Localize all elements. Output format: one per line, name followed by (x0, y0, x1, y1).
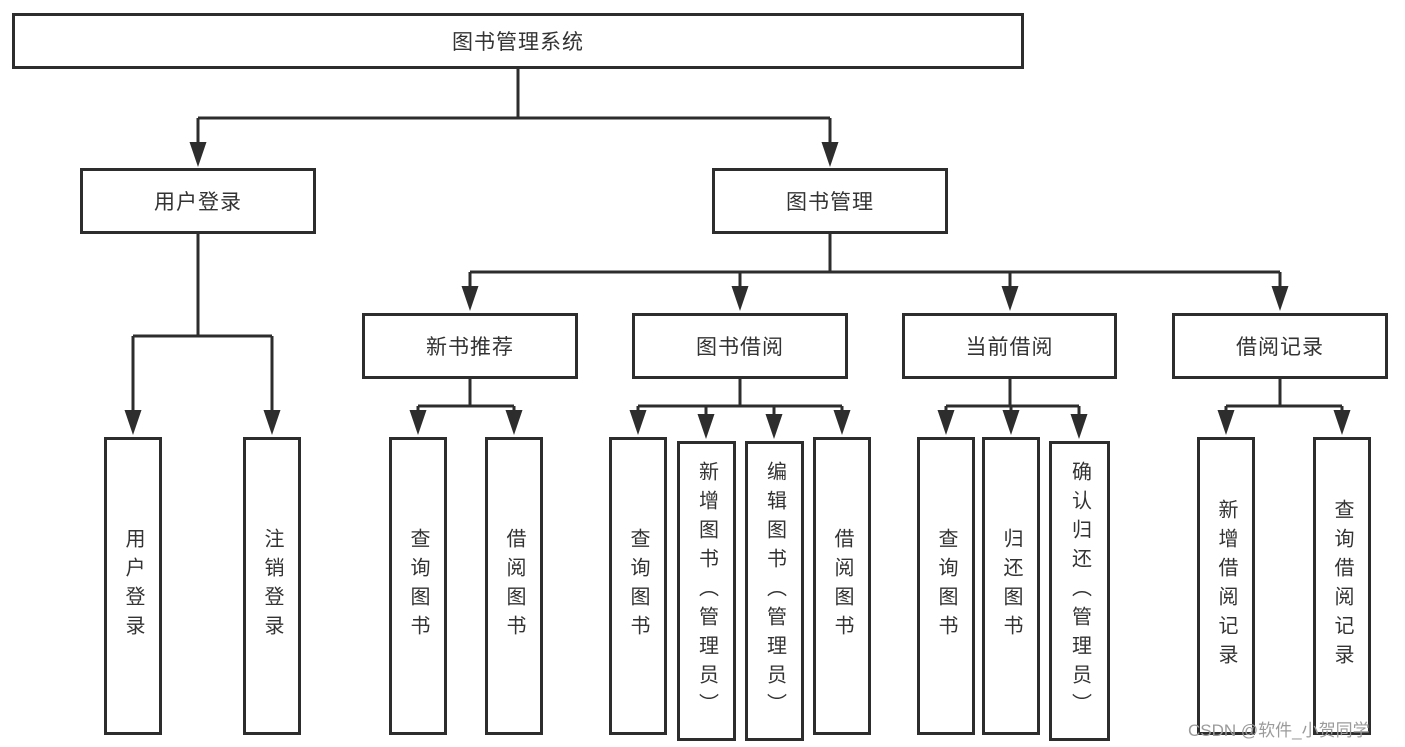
node-borrow-books-borrowing: 借阅图书 (813, 437, 871, 735)
node-add-borrow-record: 新增借阅记录 (1197, 437, 1255, 735)
node-add-books-admin-label: 新增图书（管理员） (695, 460, 718, 722)
node-library-system: 图书管理系统 (12, 13, 1024, 69)
node-add-borrow-record-label: 新增借阅记录 (1215, 499, 1237, 673)
node-confirm-return-admin-label: 确认归还（管理员） (1068, 460, 1091, 722)
node-edit-books-admin-label: 编辑图书（管理员） (763, 460, 786, 722)
node-return-books-label: 归还图书 (1000, 528, 1022, 644)
node-library-system-label: 图书管理系统 (452, 31, 584, 54)
node-query-books-current-label: 查询图书 (935, 528, 957, 644)
node-borrowing-records-label: 借阅记录 (1236, 336, 1324, 359)
connector-lines (131, 66, 1344, 420)
node-new-book-recommendation-label: 新书推荐 (426, 336, 514, 359)
node-borrow-books-recommend: 借阅图书 (485, 437, 543, 735)
node-logout-label: 注销登录 (261, 528, 283, 644)
node-query-books-recommend: 查询图书 (389, 437, 447, 735)
node-borrow-books-borrowing-label: 借阅图书 (831, 528, 853, 644)
csdn-watermark: CSDN @软件_小贺同学 (1188, 721, 1370, 740)
node-user-login-label: 用户登录 (154, 191, 242, 214)
node-new-book-recommendation: 新书推荐 (362, 313, 578, 379)
node-book-management-label: 图书管理 (786, 191, 874, 214)
node-borrowing-records: 借阅记录 (1172, 313, 1388, 379)
arrowhead-icons (124, 142, 1351, 439)
node-login-label: 用户登录 (122, 528, 144, 644)
node-borrow-books-recommend-label: 借阅图书 (503, 528, 525, 644)
node-book-management: 图书管理 (712, 168, 948, 234)
node-return-books: 归还图书 (982, 437, 1040, 735)
node-query-books-borrowing: 查询图书 (609, 437, 667, 735)
node-book-borrowing-label: 图书借阅 (696, 336, 784, 359)
node-query-books-current: 查询图书 (917, 437, 975, 735)
node-add-books-admin: 新增图书（管理员） (677, 441, 736, 741)
node-query-books-recommend-label: 查询图书 (407, 528, 429, 644)
node-query-books-borrowing-label: 查询图书 (627, 528, 649, 644)
node-confirm-return-admin: 确认归还（管理员） (1049, 441, 1110, 741)
node-current-borrowing: 当前借阅 (902, 313, 1117, 379)
node-logout: 注销登录 (243, 437, 301, 735)
node-edit-books-admin: 编辑图书（管理员） (745, 441, 804, 741)
node-login: 用户登录 (104, 437, 162, 735)
node-query-borrow-record-label: 查询借阅记录 (1331, 499, 1353, 673)
node-user-login: 用户登录 (80, 168, 316, 234)
node-current-borrowing-label: 当前借阅 (965, 336, 1054, 359)
node-book-borrowing: 图书借阅 (632, 313, 848, 379)
node-query-borrow-record: 查询借阅记录 (1313, 437, 1371, 735)
